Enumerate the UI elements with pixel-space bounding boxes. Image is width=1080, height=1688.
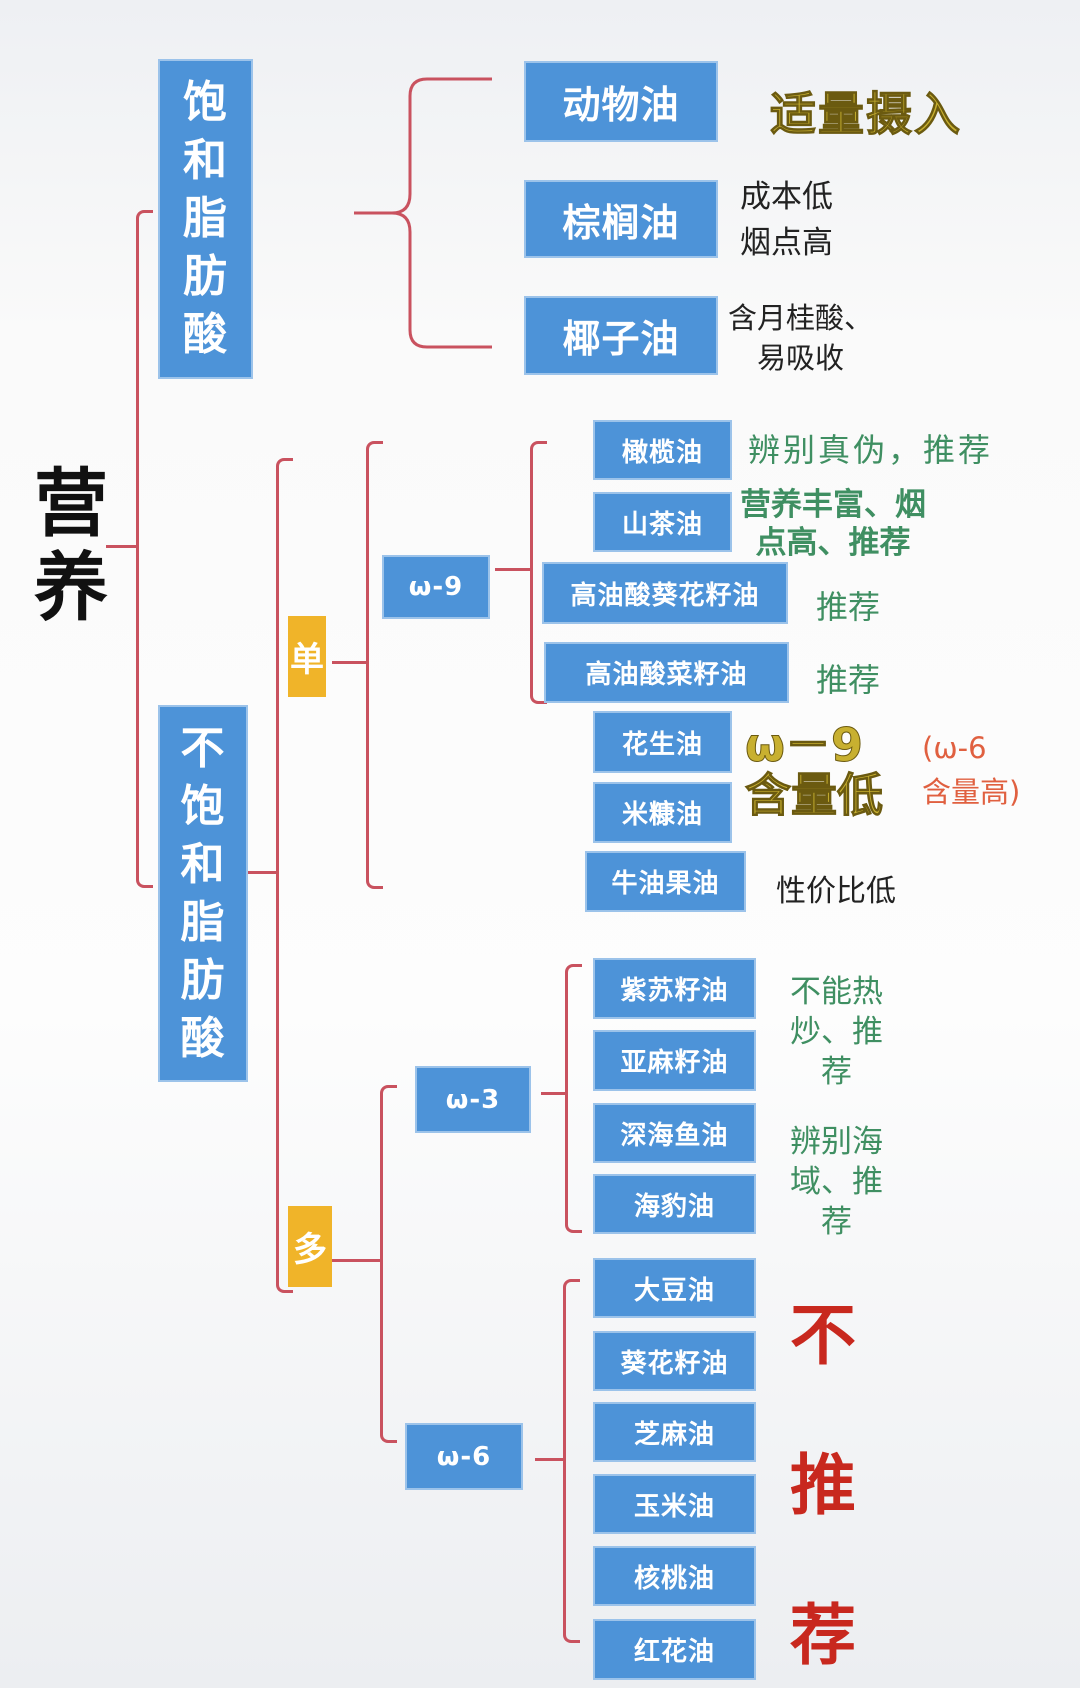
oil-olive[interactable]: 橄榄油 [593, 420, 732, 480]
poly-tick [332, 1259, 382, 1262]
omega9-box[interactable]: ω-9 [382, 555, 490, 619]
label-char: 脂 [183, 193, 228, 244]
label-char: 饱 [180, 780, 226, 832]
oil-corn[interactable]: 玉米油 [593, 1474, 756, 1534]
label-char: 肪 [183, 251, 228, 302]
note-line: ω－9 [745, 718, 864, 772]
label-char: 和 [183, 135, 228, 186]
omega9-bracket [530, 441, 547, 704]
root-text: 营养 [34, 461, 108, 631]
note-line: 含量低 [745, 768, 884, 822]
label-char: 和 [180, 838, 226, 890]
oil-fish[interactable]: 深海鱼油 [593, 1103, 756, 1163]
note-recommend-1: 推 [790, 1447, 856, 1524]
note-line: (ω-6 [922, 731, 987, 765]
unsaturated-fat-box[interactable]: 不 饱 和 脂 肪 酸 [158, 705, 248, 1082]
label-char: 饱 [183, 77, 228, 128]
note-line: 炒、推 [790, 1014, 883, 1050]
unsat-tick [248, 871, 278, 874]
omega6-tick [535, 1458, 565, 1461]
oil-walnut[interactable]: 核桃油 [593, 1546, 756, 1606]
note-omega3-marine: 辨别海 域、推 荐 [790, 1122, 883, 1242]
oil-perilla[interactable]: 紫苏籽油 [593, 958, 756, 1019]
note-line: 点高、推荐 [755, 525, 911, 561]
oil-high-oleic-rapeseed[interactable]: 高油酸菜籽油 [544, 642, 789, 703]
note-omega3-plant: 不能热 炒、推 荐 [790, 972, 883, 1092]
note-recommend-2: 荐 [790, 1597, 856, 1674]
oil-sesame[interactable]: 芝麻油 [593, 1402, 756, 1462]
note-line: 易吸收 [757, 341, 845, 375]
note-camellia: 营养丰富、烟 点高、推荐 [740, 486, 926, 562]
oil-safflower[interactable]: 红花油 [593, 1619, 756, 1680]
root-bracket [136, 210, 153, 888]
oil-peanut[interactable]: 花生油 [593, 711, 732, 773]
oil-palm[interactable]: 棕榈油 [524, 180, 718, 258]
oil-sunflower[interactable]: 葵花籽油 [593, 1331, 756, 1391]
omega6-bracket [563, 1279, 580, 1643]
omega3-tick [541, 1092, 567, 1095]
oil-camellia[interactable]: 山茶油 [593, 492, 732, 552]
omega9-tick [495, 568, 532, 571]
oil-animal[interactable]: 动物油 [524, 61, 718, 142]
label-char: 肪 [180, 954, 226, 1006]
mono-tick [332, 661, 368, 664]
label-char: 酸 [183, 309, 228, 360]
omega3-box[interactable]: ω-3 [415, 1066, 531, 1133]
note-line: 荐 [821, 1054, 852, 1090]
saturated-fat-box[interactable]: 饱 和 脂 肪 酸 [158, 59, 253, 379]
note-line: 烟点高 [740, 225, 833, 261]
note-rapeseed: 推荐 [816, 661, 881, 699]
note-not: 不 [790, 1297, 856, 1374]
note-sunflower: 推荐 [816, 588, 881, 626]
oil-high-oleic-sunflower[interactable]: 高油酸葵花籽油 [542, 562, 788, 624]
unsat-bracket [276, 458, 293, 1293]
badge-mono: 单 [288, 616, 326, 697]
note-line: 不能热 [790, 974, 883, 1010]
note-omega9-low: ω－9 含量低 [745, 718, 884, 822]
mono-bracket [366, 441, 383, 889]
oil-coconut[interactable]: 椰子油 [524, 296, 718, 375]
label-char: 脂 [180, 896, 226, 948]
oil-flaxseed[interactable]: 亚麻籽油 [593, 1030, 756, 1091]
note-avocado: 性价比低 [776, 874, 896, 909]
label-char: 不 [180, 722, 226, 774]
oil-rice-bran[interactable]: 米糠油 [593, 782, 732, 843]
note-line: 荐 [821, 1204, 852, 1240]
note-line: 辨别海 [790, 1124, 883, 1160]
saturated-curly-brace [354, 77, 492, 349]
poly-bracket [380, 1085, 397, 1443]
omega6-box[interactable]: ω-6 [405, 1423, 523, 1490]
note-line: 含月桂酸、 [728, 301, 874, 335]
note-line: 成本低 [740, 179, 833, 215]
omega3-bracket [565, 964, 582, 1233]
root-label: 营养 [30, 462, 112, 630]
note-line: 营养丰富、烟 [740, 487, 926, 523]
note-moderate-intake: 适量摄入 [770, 87, 962, 142]
note-line: 含量高) [922, 775, 1021, 809]
root-tick [106, 545, 138, 548]
oil-seal[interactable]: 海豹油 [593, 1174, 756, 1234]
oil-avocado[interactable]: 牛油果油 [585, 851, 746, 912]
note-olive: 辨别真伪，推荐 [748, 431, 994, 469]
badge-poly: 多 [288, 1206, 332, 1287]
label-char: 酸 [180, 1012, 226, 1064]
note-omega6-high: (ω-6 含量高) [922, 726, 1020, 814]
oil-soybean[interactable]: 大豆油 [593, 1258, 756, 1318]
note-palm: 成本低 烟点高 [740, 174, 833, 266]
note-line: 域、推 [790, 1164, 883, 1200]
note-coconut: 含月桂酸、 易吸收 [728, 298, 873, 378]
